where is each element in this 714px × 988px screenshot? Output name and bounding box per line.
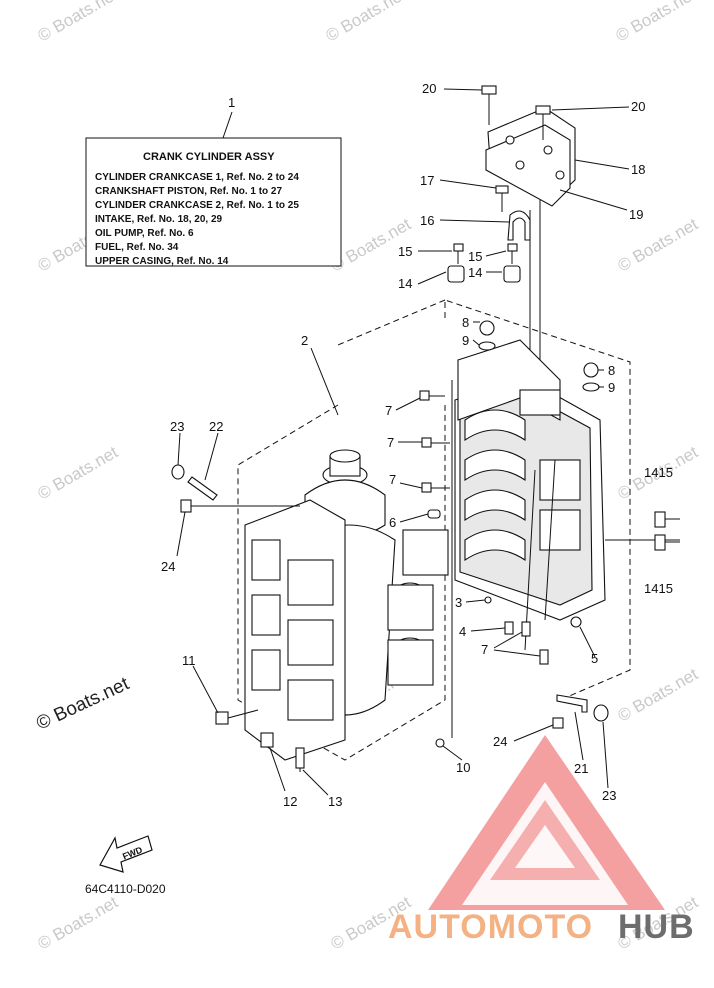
legend-box: 1 CRANK CYLINDER ASSY CYLINDER CRANKCASE…	[85, 95, 342, 267]
callout-10: 10	[456, 760, 470, 775]
callout-2: 2	[301, 333, 308, 348]
legend-line: UPPER CASING, Ref. No. 14	[95, 256, 229, 267]
callout-14: 14	[468, 265, 482, 280]
legend-line: CRANKSHAFT PISTON, Ref. No. 1 to 27	[95, 186, 282, 197]
callout-1415: 1415	[644, 581, 673, 596]
callout-20: 20	[631, 99, 645, 114]
watermark: © Boats.net	[35, 0, 122, 45]
legend-line: INTAKE, Ref. No. 18, 20, 29	[95, 214, 223, 225]
callout-15: 15	[398, 244, 412, 259]
callout-7: 7	[389, 472, 396, 487]
legend-line: CYLINDER CRANKCASE 2, Ref. No. 1 to 25	[95, 200, 299, 211]
intake-cover-group	[447, 85, 576, 410]
brand-hub: HUB	[618, 908, 695, 946]
callout-3: 3	[455, 595, 462, 610]
callout-1: 1	[228, 95, 235, 110]
callout-6: 6	[389, 515, 396, 530]
callout-7: 7	[385, 403, 392, 418]
legend-line: FUEL, Ref. No. 34	[95, 242, 179, 253]
watermark: © Boats.net	[615, 664, 702, 725]
callout-9: 9	[462, 333, 469, 348]
watermark: © Boats.net	[613, 0, 700, 45]
callout-17: 17	[420, 173, 434, 188]
callout-8: 8	[462, 315, 469, 330]
callout-4: 4	[459, 624, 466, 639]
automotohub-logo: AUTOMOTO HUB	[388, 735, 695, 946]
callout-21: 21	[574, 761, 588, 776]
callout-24: 24	[161, 559, 175, 574]
watermark: © Boats.net	[323, 0, 410, 45]
callout-19: 19	[629, 207, 643, 222]
legend-title: CRANK CYLINDER ASSY	[143, 151, 275, 163]
callout-13: 13	[328, 794, 342, 809]
callout-22: 22	[209, 419, 223, 434]
diagram-code: 64C4110-D020	[85, 882, 166, 896]
callout-11: 11	[182, 653, 196, 668]
crankcase-block	[454, 320, 680, 651]
callout-16: 16	[420, 213, 434, 228]
callout-24: 24	[493, 734, 507, 749]
callout-7: 7	[387, 435, 394, 450]
callout-labels: 20 20 18 19 17 16 15 15 14 14 8 9 8 9 2 …	[161, 81, 673, 809]
callout-7: 7	[481, 642, 488, 657]
forward-arrow-icon: FWD	[99, 835, 153, 873]
boats-net-mark: © Boats.net	[33, 673, 133, 734]
brand-automoto: AUTOMOTO	[388, 908, 593, 946]
watermark: © Boats.net	[35, 442, 122, 503]
callout-8: 8	[608, 363, 615, 378]
callout-12: 12	[283, 794, 297, 809]
callout-23: 23	[602, 788, 616, 803]
callout-15: 15	[468, 249, 482, 264]
callout-1415: 1415	[644, 465, 673, 480]
callout-9: 9	[608, 380, 615, 395]
legend-line: OIL PUMP, Ref. No. 6	[95, 228, 194, 239]
watermark: © Boats.net	[615, 214, 702, 275]
callout-20: 20	[422, 81, 436, 96]
callout-5: 5	[591, 651, 598, 666]
legend-line: CYLINDER CRANKCASE 1, Ref. No. 2 to 24	[95, 172, 299, 183]
callout-18: 18	[631, 162, 645, 177]
watermark: © Boats.net	[35, 892, 122, 953]
cylinder-block	[244, 499, 346, 761]
callout-23: 23	[170, 419, 184, 434]
callout-14: 14	[398, 276, 412, 291]
small-parts	[171, 88, 680, 796]
